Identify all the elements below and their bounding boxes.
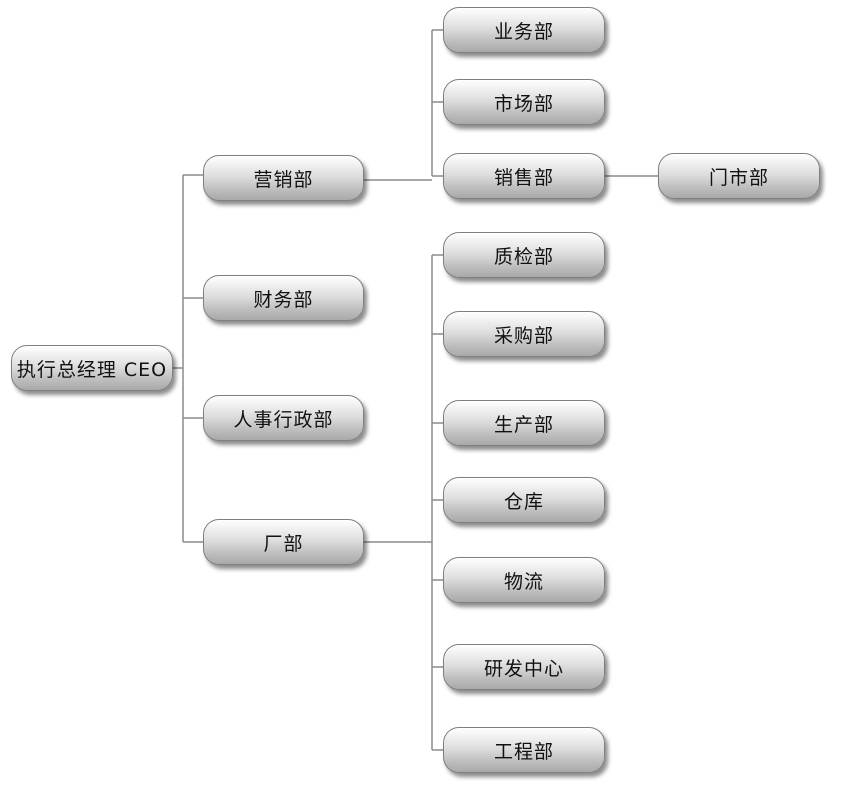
connector-root [172,174,203,543]
connector-factory [364,254,443,751]
node-business: 业务部 [443,7,605,53]
node-marketing: 营销部 [203,155,364,201]
node-logistics: 物流 [443,557,605,603]
node-finance: 财务部 [203,275,364,321]
node-store: 门市部 [658,153,820,199]
node-hr-admin: 人事行政部 [203,395,364,441]
node-production: 生产部 [443,400,605,446]
node-purchasing: 采购部 [443,311,605,357]
node-sales: 销售部 [443,153,605,199]
node-ceo: 执行总经理 CEO [11,345,173,391]
node-engineering: 工程部 [443,727,605,773]
node-warehouse: 仓库 [443,477,605,523]
node-market: 市场部 [443,79,605,125]
node-rnd: 研发中心 [443,644,605,690]
node-quality: 质检部 [443,232,605,278]
node-factory: 厂部 [203,519,364,565]
connector-marketing [364,29,443,181]
